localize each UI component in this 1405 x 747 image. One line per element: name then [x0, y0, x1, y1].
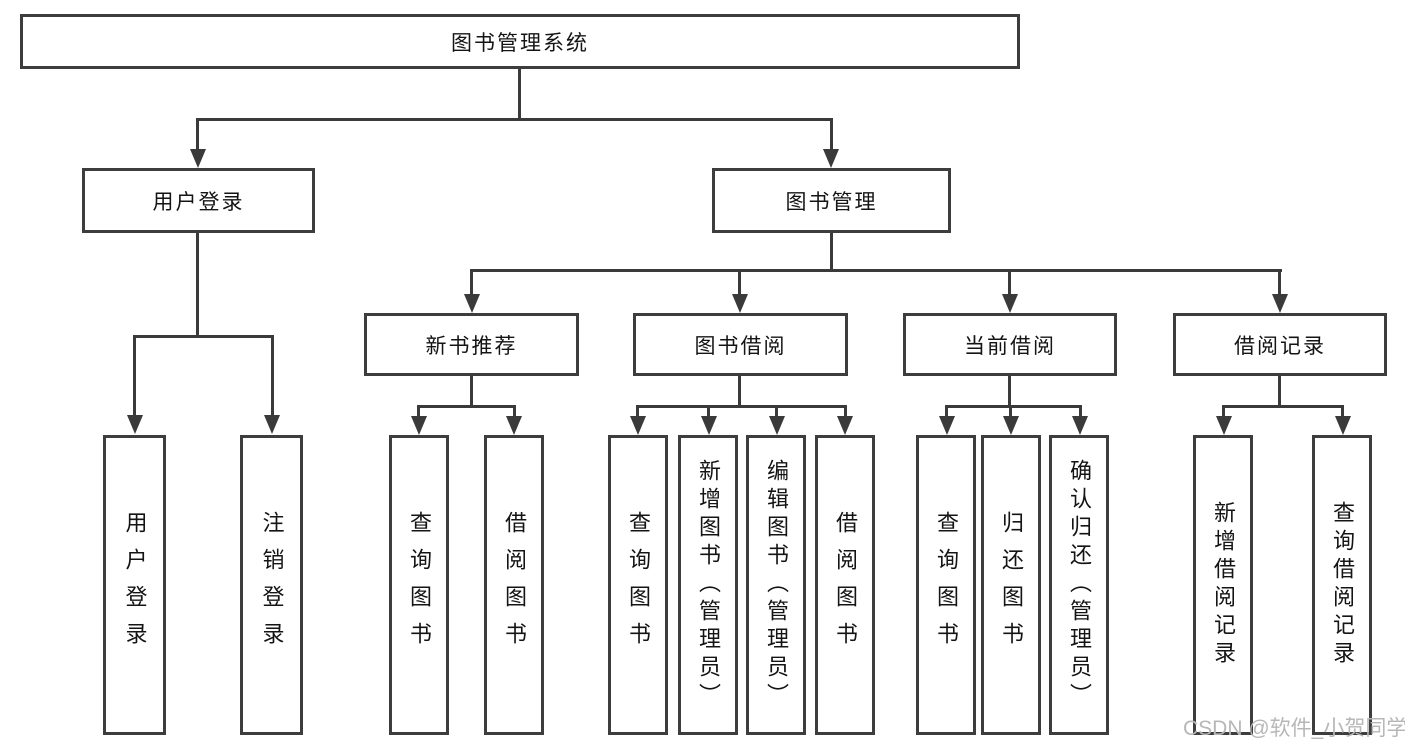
connector-line — [1222, 405, 1225, 417]
connector-line — [1341, 405, 1344, 417]
arrow-down-icon — [506, 416, 522, 435]
leaf-borrow-books: 借阅图书 — [815, 435, 875, 735]
arrow-down-icon — [630, 416, 646, 435]
leaf-user-login: 用户登录 — [103, 435, 166, 735]
connector-line — [1008, 269, 1011, 295]
arrow-down-icon — [190, 149, 206, 168]
csdn-watermark: CSDN @软件_小贺同学 — [1183, 717, 1405, 740]
leaf-borrow-books: 借阅图书 — [484, 435, 544, 735]
connector-line — [513, 405, 516, 417]
connector-line — [417, 405, 420, 417]
connector-line — [945, 405, 948, 417]
connector-line — [1278, 375, 1281, 407]
arrow-down-icon — [264, 415, 280, 434]
leaf-return-books: 归还图书 — [981, 435, 1041, 735]
connector-line — [1278, 269, 1281, 295]
node-new-book-recommend: 新书推荐 — [364, 313, 579, 376]
node-borrowing-records: 借阅记录 — [1173, 313, 1387, 376]
connector-line — [518, 67, 521, 120]
arrow-down-icon — [823, 149, 839, 168]
arrow-down-icon — [769, 416, 785, 435]
leaf-query-books: 查询图书 — [608, 435, 668, 735]
leaf-query-books: 查询图书 — [916, 435, 976, 735]
arrow-down-icon — [732, 294, 748, 313]
leaf-confirm-return-admin: 确认归还（管理员） — [1049, 435, 1109, 735]
connector-line — [1222, 405, 1344, 408]
connector-line — [945, 405, 1082, 408]
arrow-down-icon — [464, 294, 480, 313]
leaf-query-borrow-record: 查询借阅记录 — [1312, 435, 1372, 735]
node-user-login: 用户登录 — [82, 168, 315, 233]
node-library-system: 图书管理系统 — [20, 14, 1020, 69]
leaf-add-borrow-record: 新增借阅记录 — [1193, 435, 1253, 735]
connector-line — [133, 335, 136, 416]
arrow-down-icon — [1335, 416, 1351, 435]
leaf-logout: 注销登录 — [240, 435, 303, 735]
arrow-down-icon — [1003, 416, 1019, 435]
connector-line — [830, 118, 833, 150]
arrow-down-icon — [939, 416, 955, 435]
connector-line — [271, 335, 274, 416]
connector-line — [844, 405, 847, 417]
connector-line — [133, 335, 274, 338]
connector-line — [707, 405, 710, 417]
node-book-borrowing: 图书借阅 — [633, 313, 848, 376]
leaf-query-books: 查询图书 — [389, 435, 449, 735]
arrow-down-icon — [1072, 416, 1088, 435]
connector-line — [738, 269, 741, 295]
connector-line — [196, 118, 199, 150]
arrow-down-icon — [127, 415, 143, 434]
connector-line — [417, 405, 516, 408]
leaf-edit-books-admin: 编辑图书（管理员） — [746, 435, 806, 735]
arrow-down-icon — [411, 416, 427, 435]
arrow-down-icon — [837, 416, 853, 435]
arrow-down-icon — [1272, 294, 1288, 313]
arrow-down-icon — [701, 416, 717, 435]
node-book-management: 图书管理 — [712, 168, 951, 233]
arrow-down-icon — [1216, 416, 1232, 435]
connector-line — [470, 269, 1282, 272]
leaf-add-books-admin: 新增图书（管理员） — [678, 435, 738, 735]
connector-line — [636, 405, 639, 417]
arrow-down-icon — [1002, 294, 1018, 313]
connector-line — [775, 405, 778, 417]
connector-line — [1008, 375, 1011, 407]
connector-line — [1079, 405, 1082, 417]
connector-line — [1009, 405, 1012, 417]
node-current-borrowing: 当前借阅 — [903, 313, 1117, 376]
connector-line — [830, 232, 833, 272]
connector-line — [636, 405, 847, 408]
connector-line — [196, 232, 199, 338]
connector-line — [470, 375, 473, 407]
connector-line — [738, 375, 741, 407]
connector-line — [470, 269, 473, 295]
connector-line — [196, 118, 833, 121]
